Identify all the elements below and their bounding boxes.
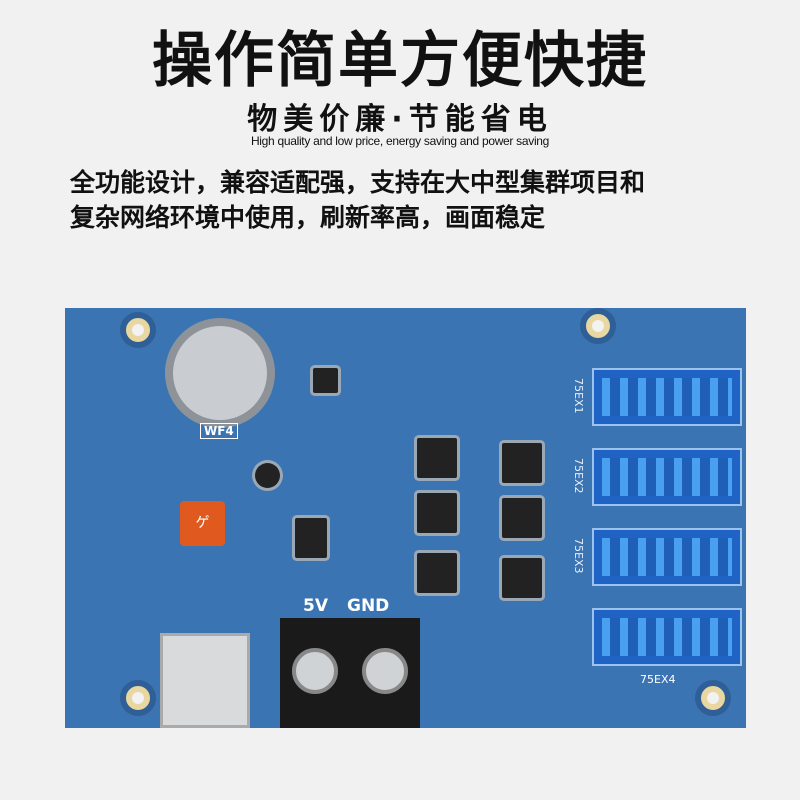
ic-chip [295,518,327,558]
description-line-2: 复杂网络环境中使用，刷新率高，画面稳定 [70,203,546,232]
hub75-port-2 [592,448,742,506]
power-terminal [350,618,420,728]
ic-chip [417,438,457,478]
usb-port [160,633,250,728]
brand-logo: ゲ [180,501,225,546]
mount-hole [695,680,731,716]
subtitle-english: High quality and low price, energy savin… [250,134,550,148]
ic-chip [417,493,457,533]
hub75-port-1 [592,368,742,426]
ic-chip [417,553,457,593]
coin-battery [165,318,275,428]
power-terminal [280,618,350,728]
controller-board-image: WF4 ゲ 75EX1 75EX2 75EX3 75EX4 5V GND [65,308,746,728]
power-label-5v: 5V [303,596,328,616]
inductor [255,463,280,488]
ic-chip [502,558,542,598]
mount-hole [120,312,156,348]
subtitle: 物美价廉·节能省电 [247,102,553,137]
port-label: 75EX3 [572,538,585,574]
ic-chip [502,498,542,538]
mount-hole [580,308,616,344]
mount-hole [120,680,156,716]
hub75-port-4 [592,608,742,666]
ic-chip [313,368,338,393]
port-label: 75EX4 [640,673,676,686]
description-line-1: 全功能设计，兼容适配强，支持在大中型集群项目和 [70,168,646,197]
model-label: WF4 [200,423,238,439]
hub75-port-3 [592,528,742,586]
power-label-gnd: GND [347,596,390,616]
port-label: 75EX1 [572,378,585,414]
ic-chip [502,443,542,483]
port-label: 75EX2 [572,458,585,494]
page-title: 操作简单方便快捷 [152,26,648,96]
